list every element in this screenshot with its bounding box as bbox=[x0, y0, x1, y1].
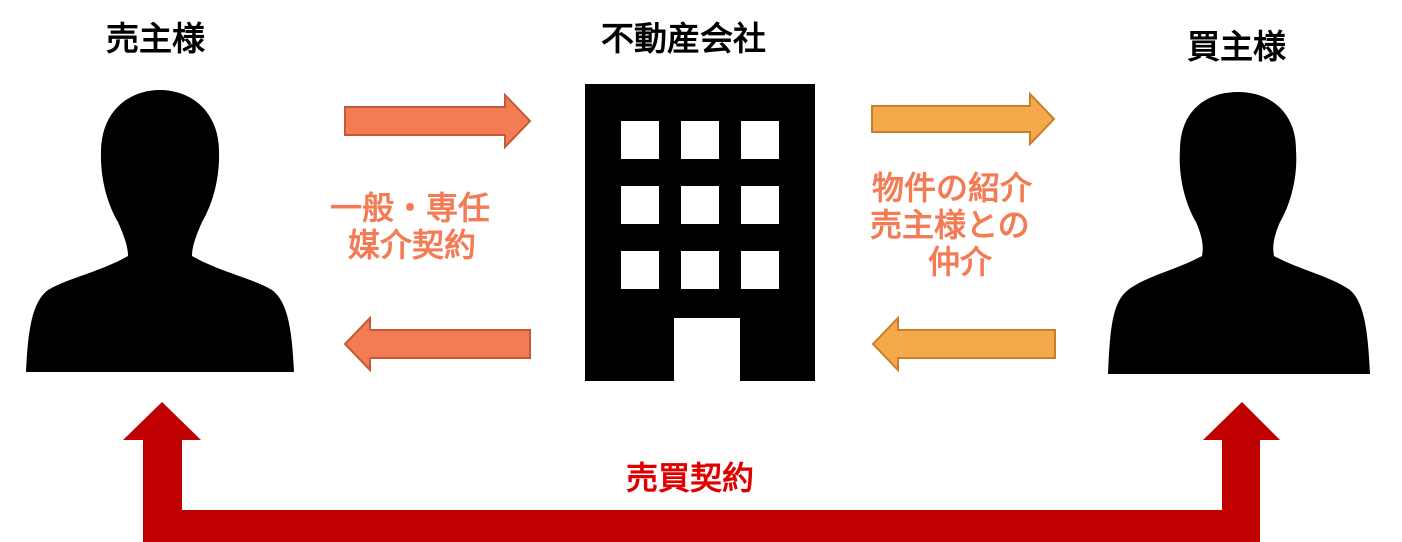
office-building-icon bbox=[585, 84, 815, 381]
agency-to-buyer-arrow bbox=[871, 91, 1056, 147]
brokerage-line-2: 売主様との bbox=[870, 206, 1030, 244]
buyer-person-icon bbox=[1108, 92, 1370, 374]
agency-to-seller-arrow bbox=[343, 315, 531, 373]
seller-to-agency-arrow bbox=[344, 92, 532, 150]
mediation-line-1: 一般・専任 bbox=[330, 189, 491, 227]
brokerage-line-3: 仲介 bbox=[928, 243, 993, 281]
buyer-label: 買主様 bbox=[1187, 27, 1286, 66]
seller-person-icon bbox=[26, 90, 294, 372]
seller-label: 売主様 bbox=[106, 19, 205, 58]
agency-label: 不動産会社 bbox=[601, 19, 766, 58]
sales-contract-arrow bbox=[123, 402, 1280, 542]
buyer-to-agency-arrow bbox=[871, 315, 1056, 373]
brokerage-text: 物件の紹介 売主様との 仲介 bbox=[870, 170, 1032, 281]
mediation-line-2: 媒介契約 bbox=[348, 226, 477, 264]
mediation-contract-text: 一般・専任 媒介契約 bbox=[330, 190, 490, 264]
brokerage-line-1: 物件の紹介 bbox=[872, 169, 1033, 207]
sales-contract-label: 売買契約 bbox=[626, 459, 755, 497]
